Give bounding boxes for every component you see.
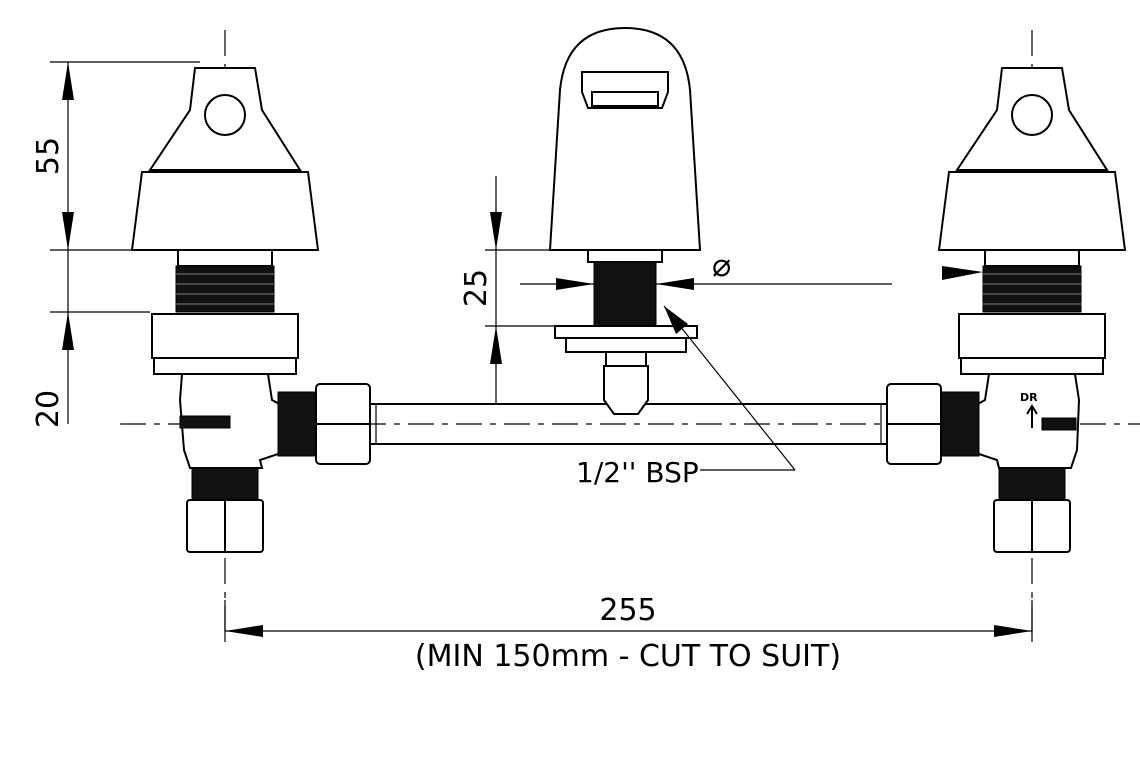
arrow-20-top [62,312,74,350]
dimension-25-label: 25 [459,269,494,307]
arrow-dia-right-valve [942,266,983,280]
right-handle-hole [1011,94,1053,136]
dimension-255-label: 255 [599,593,656,628]
spout-shank-collar [605,351,647,367]
right-body-marking [1041,417,1077,431]
dimension-left-vertical: 55 20 [31,61,200,428]
arrow-255-left [225,625,263,637]
dimension-255-note: (MIN 150mm - CUT TO SUIT) [415,639,841,674]
spout-shank [603,365,649,415]
spout-body [548,26,702,251]
spout-backnut [565,337,687,353]
spout-base-collar [587,249,663,263]
arrow-25-top [490,212,502,250]
right-upper-thread [982,265,1082,313]
left-handle-hole [204,94,246,136]
left-outlet-thread [277,391,319,457]
flow-arrow-icon [1026,404,1038,428]
dimension-spout-thread: 25 [459,176,555,404]
left-valve-body [178,373,291,469]
right-spindle-collar [984,249,1080,267]
arrow-255-right [994,625,1032,637]
dimension-diameter: ⌀ [520,246,983,290]
spout-aerator-outlet [591,91,659,107]
left-thread-lines [176,273,274,305]
dimension-20-label: 20 [31,390,66,428]
right-valve-marking: DR [1020,391,1038,404]
right-lower-thread [998,467,1066,501]
arrow-55-top [62,62,74,100]
left-upper-thread [175,265,275,313]
left-mounting-nut [151,313,299,359]
left-handle-cap [130,171,320,251]
arrow-dia-left [556,278,594,290]
right-thread-lines [983,273,1081,305]
right-valve: DR [886,67,1127,553]
thread-callout: 1/2'' BSP [576,305,796,489]
callout-arrow [664,306,688,334]
right-outlet-thread [938,391,980,457]
arrow-dia-right [656,278,694,290]
arrow-55-bottom [62,212,74,250]
left-valve [130,67,371,553]
right-nut-washer [960,357,1104,375]
right-mounting-nut [958,313,1106,359]
left-spindle-collar [177,249,273,267]
spout [548,26,702,415]
dimension-centres: 255 (MIN 150mm - CUT TO SUIT) [224,593,1033,674]
spout-thread [593,261,657,327]
diameter-symbol: ⌀ [712,246,731,284]
left-lower-thread [191,467,259,501]
right-handle-lever [955,67,1109,171]
left-handle-lever [148,67,302,171]
right-handle-cap [937,171,1127,251]
dimension-55-label: 55 [31,137,66,175]
thread-spec-label: 1/2'' BSP [576,456,699,489]
arrow-25-bottom [490,326,502,364]
left-nut-washer [153,357,297,375]
left-body-marking [179,415,231,429]
